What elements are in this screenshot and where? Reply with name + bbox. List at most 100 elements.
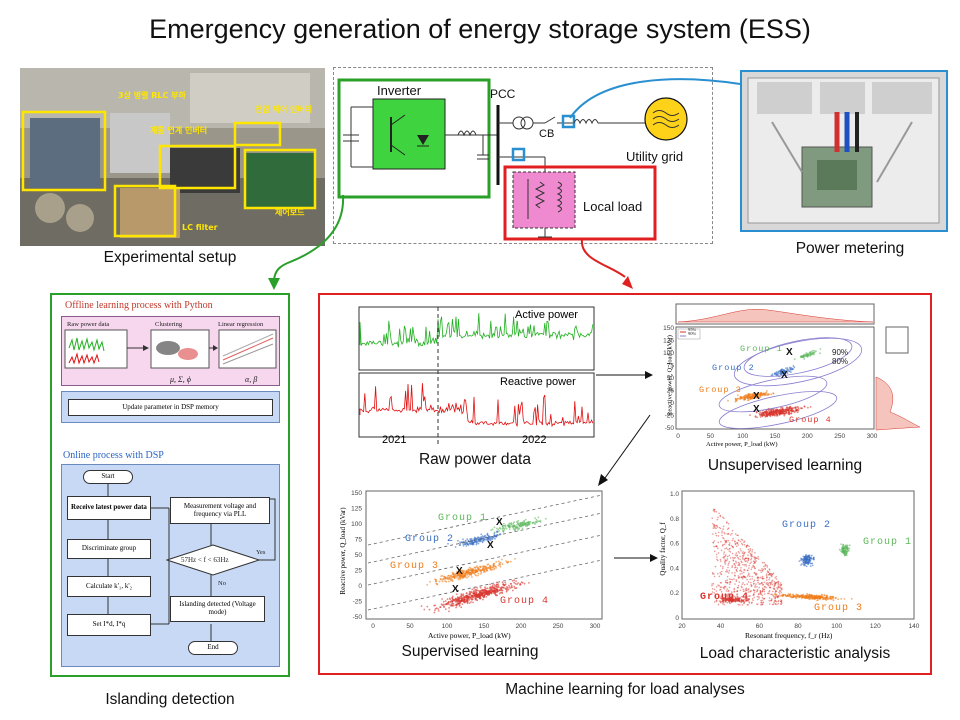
scatter-point: [748, 572, 750, 575]
scatter-point: [756, 579, 758, 582]
scatter-point: [807, 563, 809, 566]
raw-power-caption: Raw power data: [418, 451, 531, 468]
scatter-point: [504, 587, 506, 589]
scatter-point: [458, 596, 461, 599]
scatter-point: [779, 586, 782, 589]
scatter-point: [745, 563, 747, 566]
scatter-point: [793, 366, 796, 369]
scatter-point: [725, 554, 727, 556]
scatter-point: [506, 524, 509, 527]
scatter-point: [486, 587, 489, 590]
scatter-point: [789, 594, 792, 596]
scatter-point: [495, 589, 498, 592]
scatter-point: [513, 529, 516, 532]
active-power-trace: [359, 313, 594, 348]
scatter-point: [731, 578, 734, 581]
scatter-point: [437, 608, 440, 610]
scatter-point: [517, 522, 520, 525]
scatter-point: [786, 409, 789, 411]
scatter-point: [743, 571, 745, 574]
scatter-point: [767, 592, 769, 595]
scatter-point: [769, 586, 772, 589]
scatter-point: [813, 558, 815, 561]
scatter-point: [455, 574, 458, 577]
active-power-line: [359, 313, 594, 348]
scatter-point: [491, 528, 494, 531]
scatter-point: [761, 575, 764, 578]
scatter-point: [727, 594, 729, 597]
scatter-point: [726, 555, 729, 558]
scatter-point: [752, 393, 755, 395]
scatter-point: [758, 586, 760, 589]
scatter-point: [515, 587, 518, 589]
scatter-point: [458, 604, 461, 606]
scatter-point: [792, 407, 795, 409]
scatter-point: [779, 413, 781, 415]
scatter-point: [440, 603, 443, 606]
scatter-point: [734, 554, 737, 556]
scatter-point: [487, 566, 490, 569]
scatter-point: [468, 602, 471, 604]
scatter-point: [464, 540, 467, 543]
scatter-point: [735, 398, 738, 401]
scatter-point: [766, 411, 769, 414]
scatter-point: [442, 600, 445, 603]
scatter-point: [717, 516, 719, 519]
scatter-point: [755, 583, 757, 585]
circuit-schematic: Inverter PCC CB Utility grid Local load: [337, 78, 688, 241]
scatter-point: [448, 574, 450, 577]
scatter-point: [721, 570, 723, 573]
scatter-point: [712, 533, 714, 535]
scatter-point: [742, 588, 745, 591]
scatter-point: [496, 589, 499, 591]
scatter-point: [780, 599, 782, 601]
scatter-point: [741, 586, 743, 589]
scatter-point: [475, 537, 478, 540]
scatter-point: [794, 595, 797, 598]
scatter-point: [772, 572, 775, 575]
scatter-point: [718, 575, 721, 578]
scatter-point: [471, 539, 473, 542]
scatter-point: [484, 589, 487, 591]
scatter-point: [808, 559, 811, 562]
scatter-point: [720, 573, 722, 575]
x-tick-label: 60: [756, 623, 764, 630]
scatter-point: [524, 518, 527, 521]
scatter-point: [742, 582, 744, 584]
scatter-point: [807, 561, 810, 563]
scatter-point: [741, 539, 744, 541]
scatter-point: [465, 576, 468, 579]
scatter-point: [774, 583, 777, 585]
unsup-group4-label: Group 4: [789, 415, 832, 425]
scatter-point: [508, 528, 511, 531]
scatter-point: [724, 580, 727, 582]
scatter-point: [807, 352, 809, 355]
unsup-legend-90: 90%: [688, 331, 697, 336]
scatter-point: [721, 532, 723, 534]
scatter-point: [763, 590, 766, 593]
y-tick-label: 0.8: [670, 516, 679, 523]
scatter-point: [744, 398, 746, 400]
scatter-point: [535, 521, 538, 524]
scatter-point: [510, 584, 513, 587]
scatter-point: [728, 569, 731, 572]
scatter-point: [754, 586, 756, 589]
scatter-point: [749, 397, 752, 400]
scatter-point: [504, 526, 507, 528]
scatter-point: [778, 591, 780, 594]
scatter-point: [480, 572, 482, 575]
scatter-point: [748, 545, 750, 548]
scatter-point: [745, 587, 748, 590]
x-tick-label: 200: [802, 433, 813, 440]
scatter-point: [467, 575, 470, 578]
scatter-point: [452, 575, 455, 578]
scatter-point: [726, 559, 728, 562]
scatter-point: [712, 582, 715, 585]
scatter-point: [468, 566, 471, 569]
year-2021-label: 2021: [382, 434, 407, 446]
scatter-point: [491, 590, 494, 593]
scatter-point: [764, 415, 767, 418]
scatter-point: [758, 396, 761, 399]
scatter-point: [501, 563, 504, 565]
